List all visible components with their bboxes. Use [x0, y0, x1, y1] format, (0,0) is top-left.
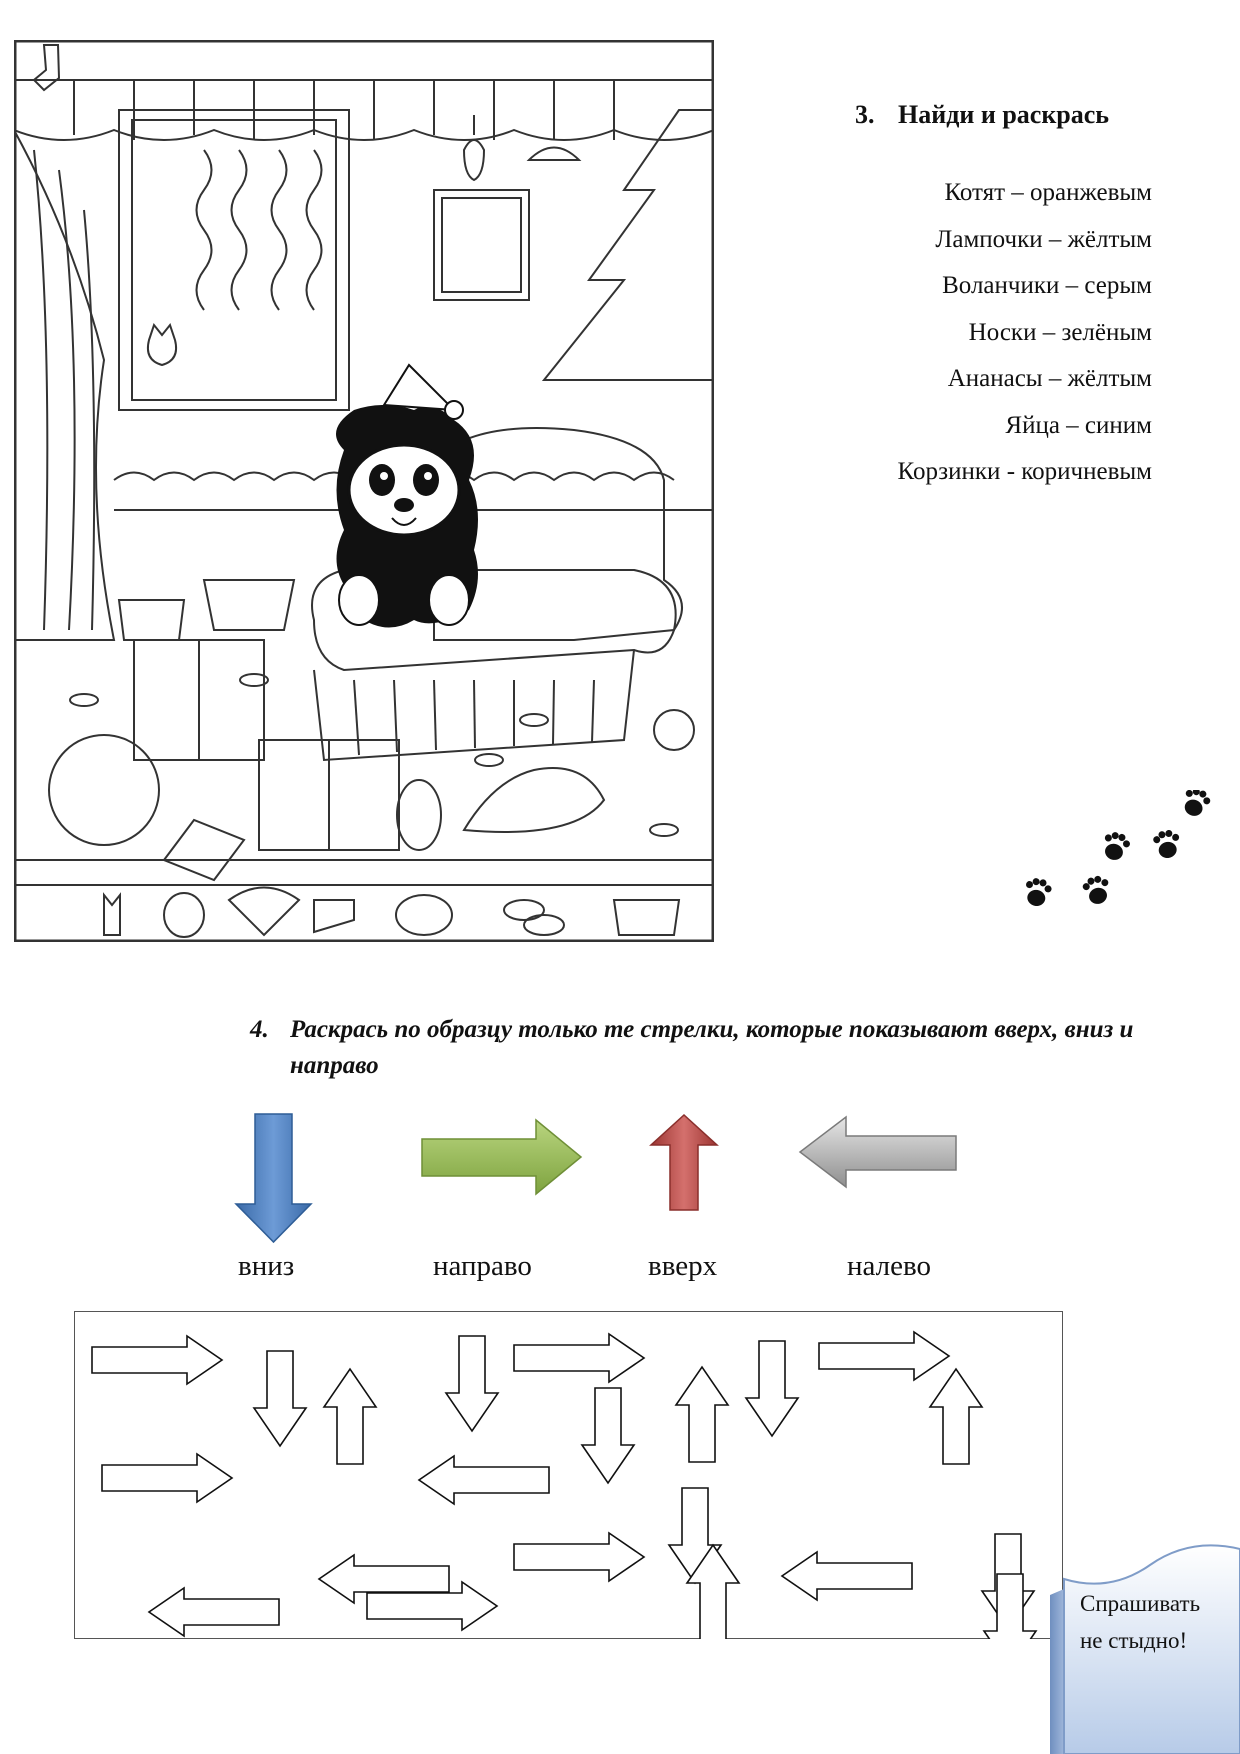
outline-arrow-right-icon[interactable]	[513, 1332, 646, 1384]
sample-label-down: вниз	[238, 1250, 295, 1282]
callout-line1: Спрашивать	[1080, 1591, 1201, 1616]
outline-arrow-up-icon[interactable]	[322, 1367, 378, 1465]
arrows-exercise-box	[74, 1311, 1063, 1639]
outline-arrow-left-icon[interactable]	[780, 1550, 913, 1602]
paw-prints-icon	[1025, 790, 1213, 909]
outline-arrow-right-icon[interactable]	[101, 1452, 234, 1504]
outline-arrow-down-icon[interactable]	[444, 1335, 500, 1433]
hidden-objects-picture	[14, 40, 714, 942]
outline-arrow-down-icon[interactable]	[982, 1573, 1038, 1639]
task3-item: Ананасы – жёлтым	[947, 365, 1152, 392]
sample-right-arrow-icon	[421, 1118, 583, 1196]
task4-number: 4.	[250, 1016, 269, 1043]
outline-arrow-right-icon[interactable]	[366, 1580, 499, 1632]
task3-color-list: Котят – оранжевым Лампочки – жёлтым Вола…	[898, 170, 1152, 496]
callout-text: Спрашивать не стыдно!	[1080, 1585, 1200, 1659]
outline-arrow-up-icon[interactable]	[685, 1543, 741, 1639]
outline-arrow-left-icon[interactable]	[147, 1586, 280, 1638]
outline-arrow-right-icon[interactable]	[91, 1334, 224, 1386]
task3-item: Яйца – синим	[1005, 411, 1152, 439]
sample-label-right: направо	[433, 1250, 532, 1282]
outline-arrow-up-icon[interactable]	[674, 1365, 730, 1463]
task4-heading: 4. Раскрась по образцу только те стрелки…	[250, 1012, 1150, 1084]
outline-arrow-right-icon[interactable]	[513, 1531, 646, 1583]
outline-arrow-down-icon[interactable]	[580, 1387, 636, 1485]
sample-up-arrow-icon	[649, 1113, 719, 1211]
task3-heading: 3. Найди и раскрась	[855, 100, 1109, 130]
task3-number: 3.	[855, 100, 875, 129]
outline-arrow-down-icon[interactable]	[252, 1350, 308, 1448]
help-callout	[1050, 1544, 1240, 1754]
sample-arrows	[234, 1113, 957, 1244]
task3-item: Лампочки – жёлтым	[935, 225, 1152, 253]
task3-item: Носки – зелёным	[968, 318, 1152, 346]
outline-arrow-left-icon[interactable]	[417, 1454, 550, 1506]
sample-down-arrow-icon	[234, 1113, 313, 1244]
sample-left-arrow-icon	[798, 1115, 957, 1189]
task4-title: Раскрась по образцу только те стрелки, к…	[290, 1016, 1134, 1079]
task3-item: Котят – оранжевым	[944, 179, 1152, 206]
outline-arrow-up-icon[interactable]	[928, 1367, 984, 1465]
outline-arrow-right-icon[interactable]	[818, 1330, 951, 1382]
sample-label-left: налево	[847, 1250, 931, 1282]
sample-label-up: вверх	[648, 1250, 718, 1282]
task3-item: Воланчики – серым	[942, 272, 1152, 299]
arrows-to-color	[91, 1330, 1038, 1639]
task3-item: Корзинки - коричневым	[897, 458, 1152, 485]
callout-line2: не стыдно!	[1080, 1628, 1188, 1653]
outline-arrow-left-icon[interactable]	[317, 1553, 450, 1605]
task3-title: Найди и раскрась	[898, 100, 1110, 129]
outline-arrow-down-icon[interactable]	[744, 1340, 800, 1438]
